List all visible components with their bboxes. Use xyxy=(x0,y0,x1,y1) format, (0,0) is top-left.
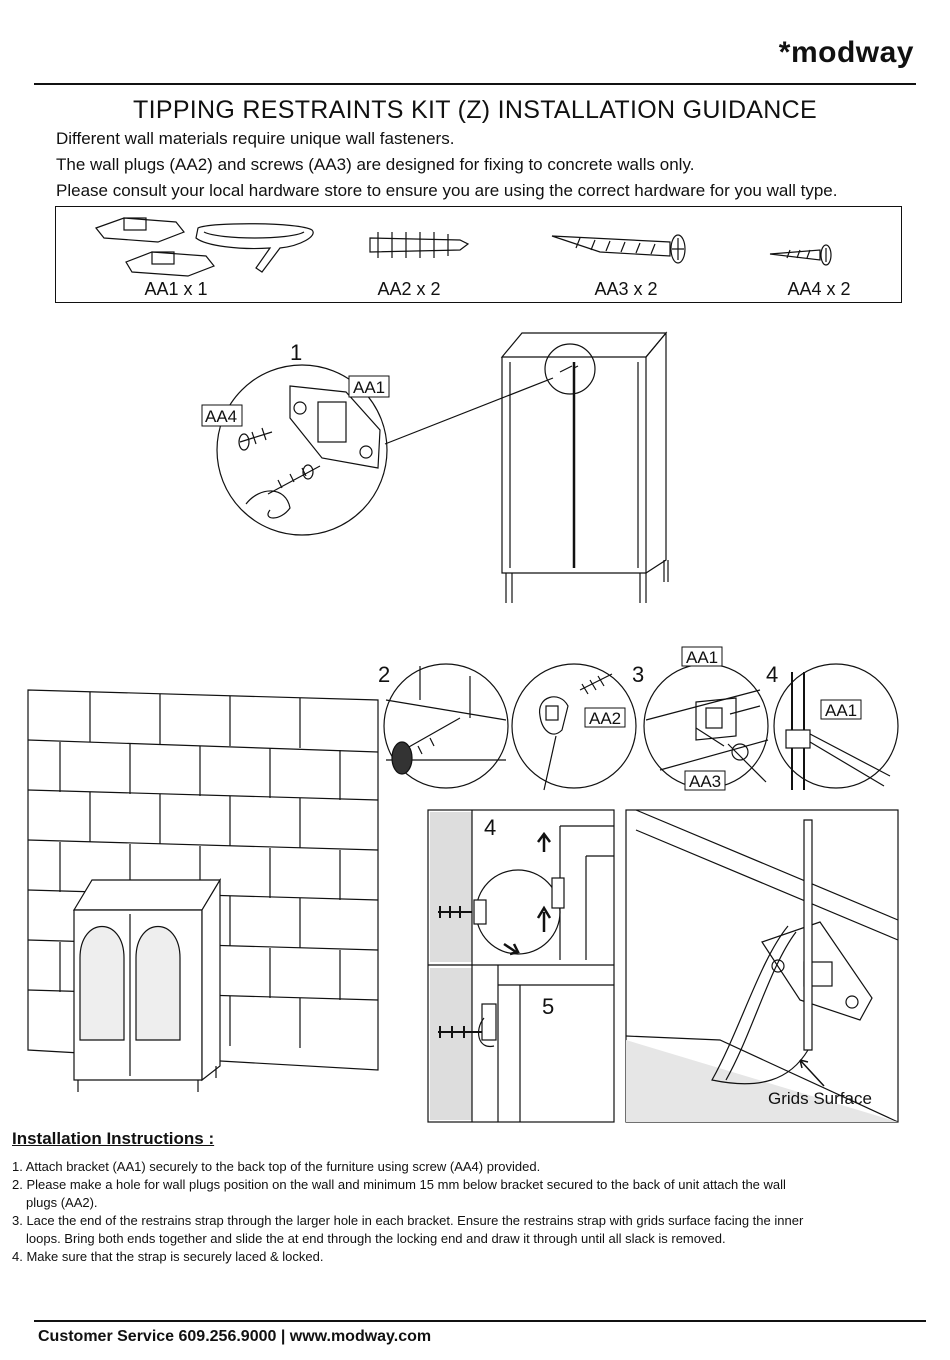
instruction-item-1: 1. Attach bracket (AA1) securely to the … xyxy=(12,1158,912,1176)
step1-callout-aa4: AA4 xyxy=(205,407,237,426)
side-view-panel xyxy=(427,809,615,1123)
grids-surface-panel xyxy=(625,809,899,1123)
instruction-4-line1: 4. Make sure that the strap is securely … xyxy=(12,1249,324,1264)
part-label-aa4: AA4 x 2 xyxy=(787,279,851,299)
step3-callout-aa2: AA2 xyxy=(589,709,621,728)
part-label-aa1: AA1 x 1 xyxy=(144,279,208,299)
step1-callout-aa1: AA1 xyxy=(353,378,385,397)
side-step5-number: 5 xyxy=(542,994,554,1019)
step4-strap-drawing xyxy=(773,663,899,790)
part-label-aa2: AA2 x 2 xyxy=(377,279,441,299)
grids-surface-label: Grids Surface xyxy=(768,1089,872,1108)
header-divider xyxy=(34,83,916,85)
instruction-item-2: 2. Please make a hole for wall plugs pos… xyxy=(12,1176,912,1212)
small-screw-icon xyxy=(769,244,832,266)
step3-callout-aa1: AA1 xyxy=(686,648,718,667)
wall-plug-icon xyxy=(369,232,470,258)
instruction-3-line1: 3. Lace the end of the restrains strap t… xyxy=(12,1213,804,1228)
step3-number: 3 xyxy=(632,662,644,687)
brand-logo: *modway xyxy=(778,36,914,69)
instruction-item-3: 3. Lace the end of the restrains strap t… xyxy=(12,1212,912,1248)
step1-detail-drawing xyxy=(216,364,388,536)
page-title: TIPPING RESTRAINTS KIT (Z) INSTALLATION … xyxy=(133,96,817,124)
intro-line-3: Please consult your local hardware store… xyxy=(56,181,838,200)
instruction-2-line1: 2. Please make a hole for wall plugs pos… xyxy=(12,1177,786,1192)
instructions-list: 1. Attach bracket (AA1) securely to the … xyxy=(12,1158,912,1266)
arched-cabinet-drawing xyxy=(72,877,222,1092)
side-step4-number: 4 xyxy=(484,815,496,840)
wall-screw-icon xyxy=(551,234,686,264)
step4-callout-aa1: AA1 xyxy=(825,701,857,720)
step2-detail-drawing xyxy=(383,663,509,789)
step4-number: 4 xyxy=(766,662,778,687)
instruction-3-line2: loops. Bring both ends together and slid… xyxy=(26,1231,726,1246)
step3-callout-aa3: AA3 xyxy=(689,772,721,791)
instructions-heading: Installation Instructions : xyxy=(12,1129,215,1148)
footer-divider xyxy=(34,1320,926,1322)
step2-number: 2 xyxy=(378,662,390,687)
step3-bracket-drawing xyxy=(643,663,769,789)
footer-contact: Customer Service 609.256.9000 | www.modw… xyxy=(38,1328,432,1345)
instruction-item-4: 4. Make sure that the strap is securely … xyxy=(12,1248,912,1266)
intro-line-1: Different wall materials require unique … xyxy=(56,129,455,148)
bracket-and-strap-icon xyxy=(95,217,314,277)
part-label-aa3: AA3 x 2 xyxy=(594,279,658,299)
step3-plug-drawing xyxy=(511,663,637,791)
instruction-2-line2: plugs (AA2). xyxy=(26,1195,98,1210)
tall-cabinet-drawing xyxy=(500,331,669,603)
intro-line-2: The wall plugs (AA2) and screws (AA3) ar… xyxy=(56,155,695,174)
brick-wall-drawing xyxy=(27,689,379,1071)
instruction-1-line1: 1. Attach bracket (AA1) securely to the … xyxy=(12,1159,541,1174)
step1-number: 1 xyxy=(290,340,302,365)
parts-box xyxy=(55,206,902,303)
